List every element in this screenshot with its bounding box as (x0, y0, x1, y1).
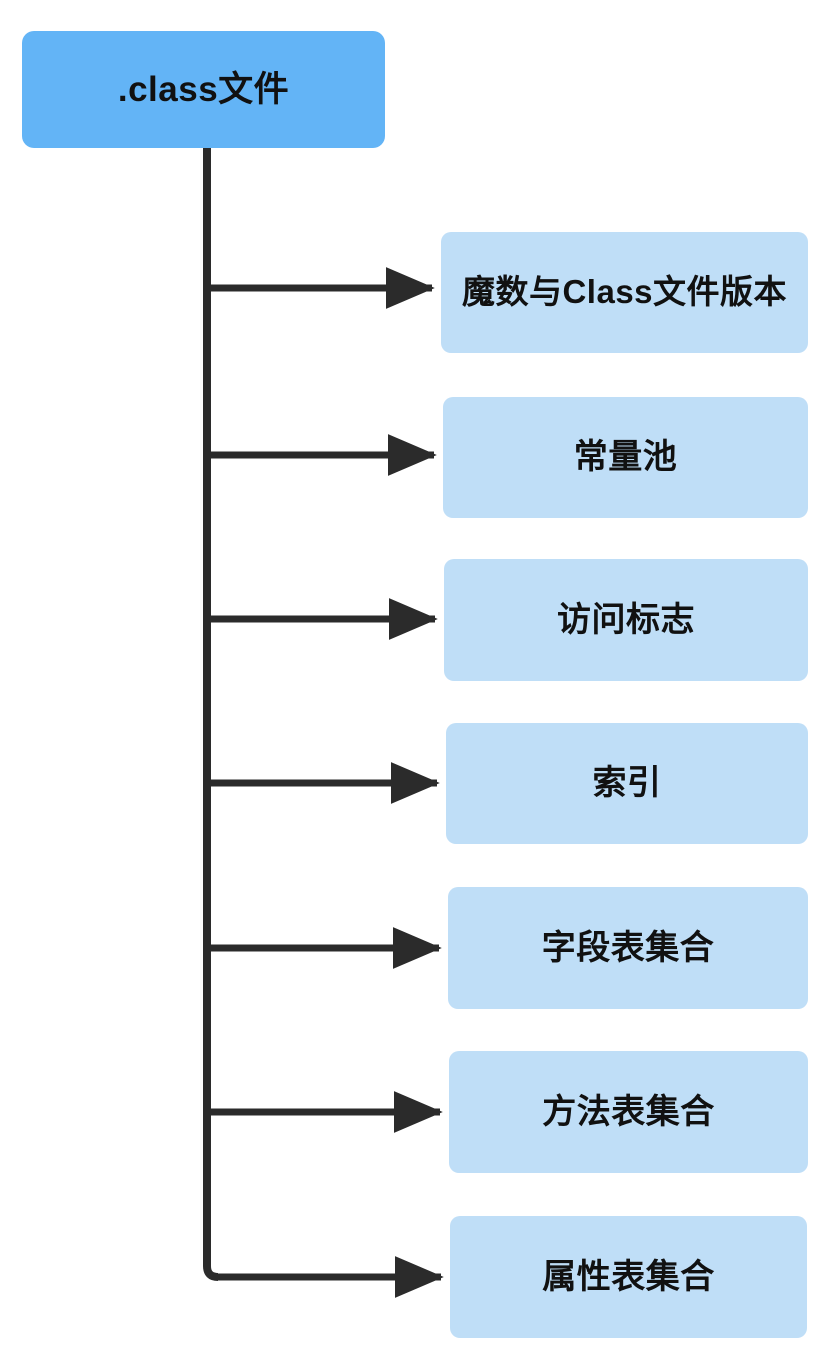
child-node-index[interactable]: 索引 (446, 723, 808, 844)
child-node-method-table-collection[interactable]: 方法表集合 (449, 1051, 808, 1173)
child-node-access-flags[interactable]: 访问标志 (444, 559, 808, 681)
trunk-line (203, 148, 219, 1281)
child-node-field-table-collection[interactable]: 字段表集合 (448, 887, 808, 1009)
child-node-attribute-table-collection[interactable]: 属性表集合 (450, 1216, 807, 1338)
root-node-class-file[interactable]: .class文件 (22, 31, 385, 148)
child-node-magic-number-and-version[interactable]: 魔数与Class文件版本 (441, 232, 808, 353)
child-node-constant-pool[interactable]: 常量池 (443, 397, 808, 518)
